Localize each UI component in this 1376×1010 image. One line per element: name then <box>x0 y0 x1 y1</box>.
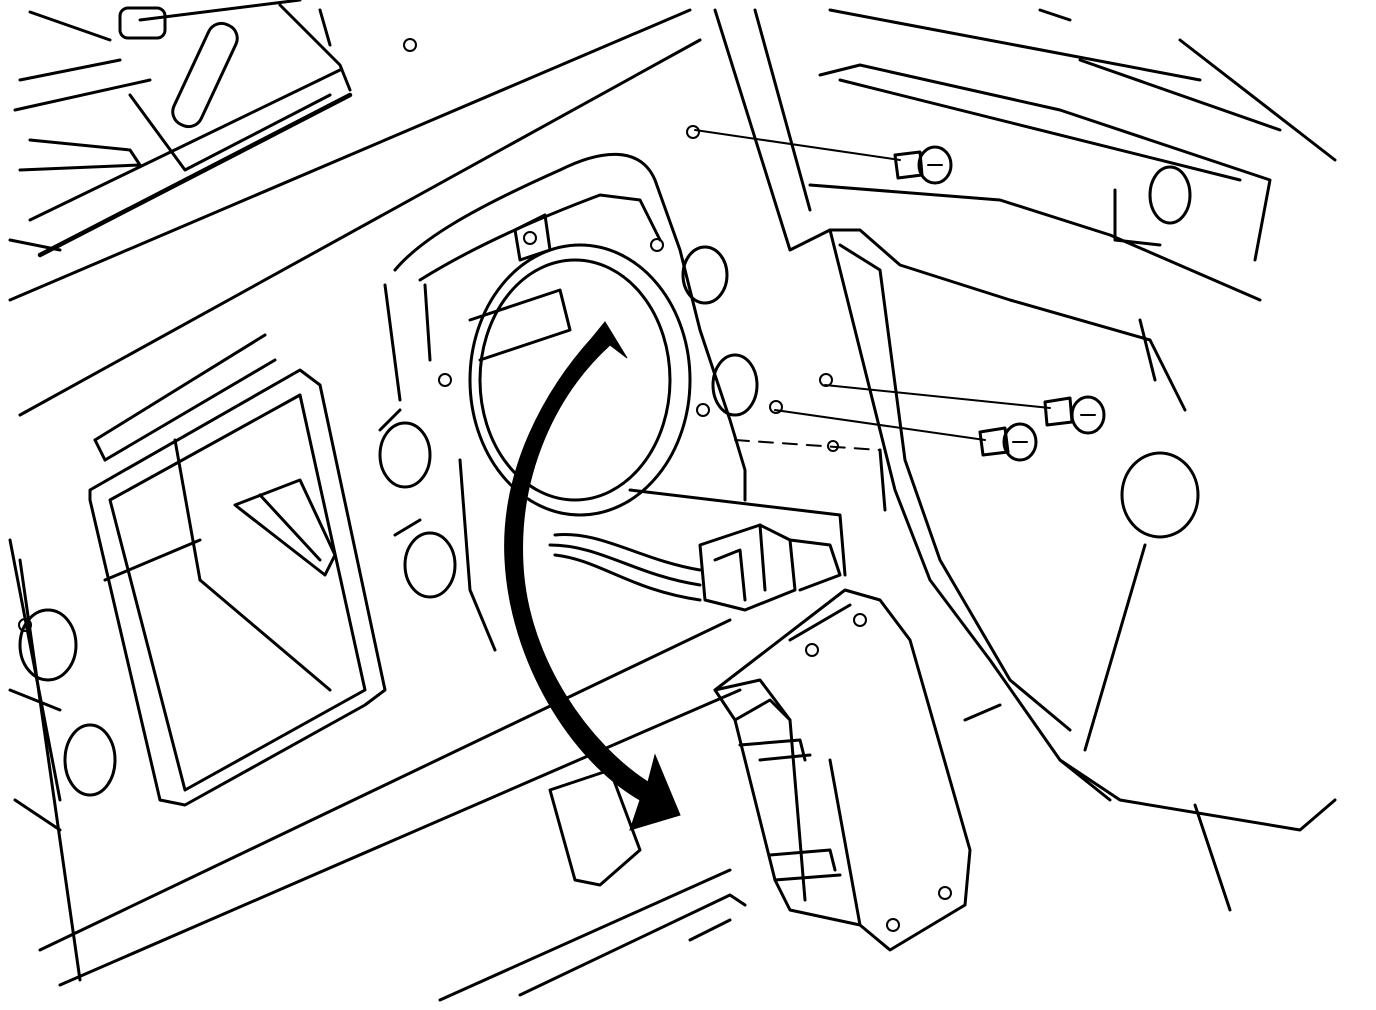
removal-direction-arrow-icon <box>504 321 681 831</box>
mounting-screws <box>686 125 1106 462</box>
blower-module <box>713 588 972 952</box>
upper-screw-icon <box>686 125 953 185</box>
upper-left-cross-member <box>8 0 702 417</box>
blower-mounting-flange <box>378 152 759 652</box>
right-screw-icon <box>819 373 1106 435</box>
lower-left-panel <box>88 333 387 807</box>
wire-harness-connector <box>548 488 847 612</box>
right-side-structure <box>713 8 1337 912</box>
bottom-structure <box>38 618 747 1002</box>
left-edge-bracket <box>8 538 117 982</box>
